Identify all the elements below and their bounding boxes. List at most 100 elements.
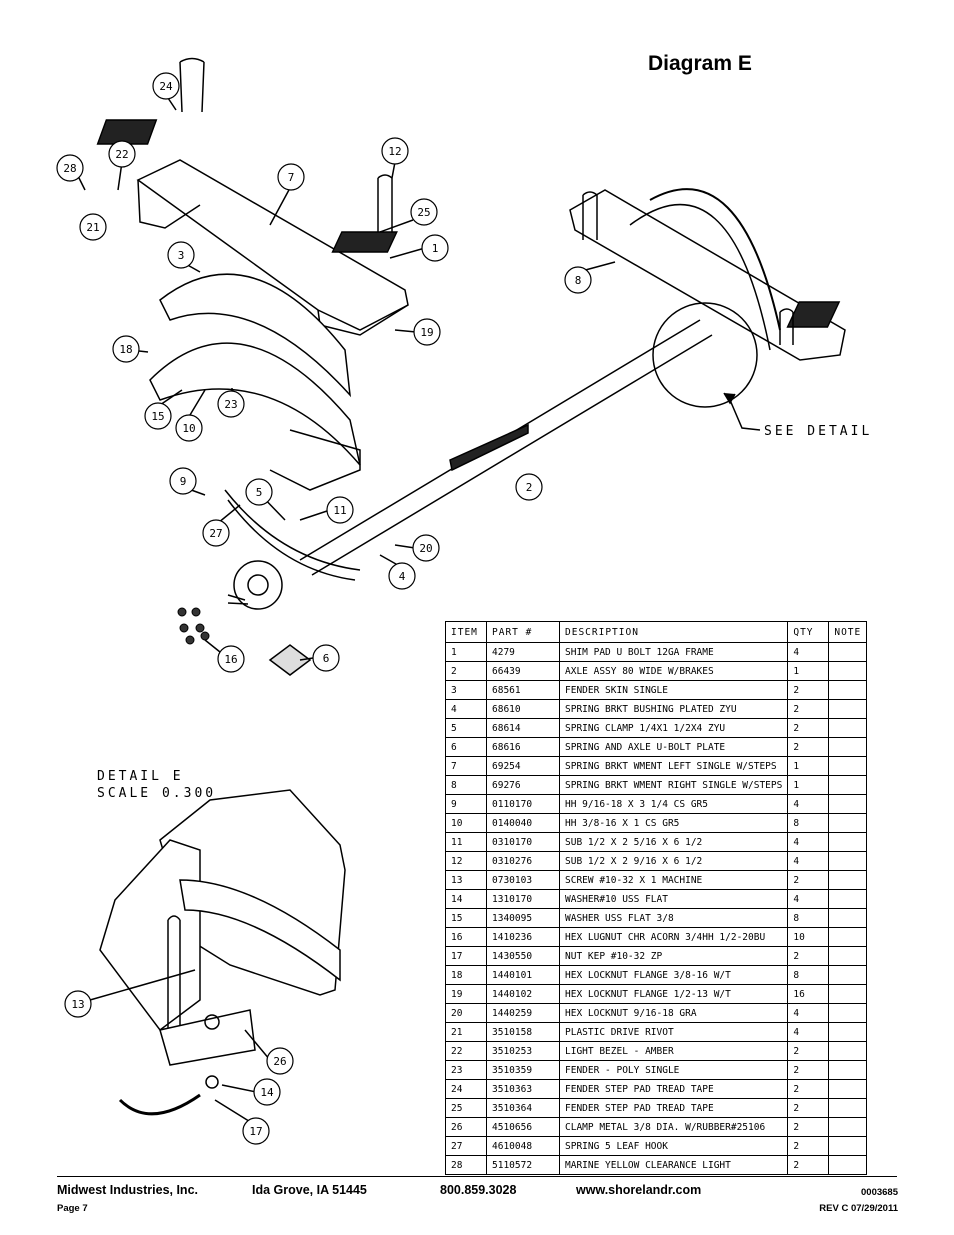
footer-docnum: 0003685: [861, 1187, 898, 1198]
cell-part: 68616: [486, 737, 560, 757]
cell-item: 4: [445, 699, 487, 719]
cell-note: [828, 1155, 868, 1175]
cell-qty: 4: [787, 1022, 830, 1042]
cell-part: 4279: [486, 642, 560, 662]
cell-description: AXLE ASSY 80 WIDE W/BRAKES: [558, 661, 789, 681]
callout-circle: [381, 137, 409, 165]
callout-circle: [217, 390, 245, 418]
cell-description: SCREW #10-32 X 1 MACHINE: [558, 870, 789, 890]
cell-description: SPRING 5 LEAF HOOK: [558, 1136, 789, 1156]
cell-part: 3510158: [486, 1022, 560, 1042]
cell-note: [828, 1117, 868, 1137]
callout-circle: [564, 266, 592, 294]
callout-number: 2: [526, 481, 533, 494]
table-header-row: ITEM PART # DESCRIPTION QTY NOTE: [445, 621, 868, 643]
callout-number: 24: [159, 80, 173, 93]
cell-part: 3510364: [486, 1098, 560, 1118]
header-part: PART #: [486, 621, 560, 643]
cell-description: HH 9/16-18 X 3 1/4 CS GR5: [558, 794, 789, 814]
cell-item: 11: [445, 832, 487, 852]
cell-note: [828, 1041, 868, 1061]
callout-number: 4: [399, 570, 406, 583]
cell-qty: 10: [787, 927, 830, 947]
cell-part: 0310170: [486, 832, 560, 852]
callout-number: 10: [182, 422, 195, 435]
callout-number: 14: [260, 1086, 274, 1099]
cell-part: 1410236: [486, 927, 560, 947]
callout-number: 6: [323, 652, 330, 665]
cell-part: 66439: [486, 661, 560, 681]
cell-item: 16: [445, 927, 487, 947]
cell-note: [828, 642, 868, 662]
cell-item: 27: [445, 1136, 487, 1156]
cell-item: 9: [445, 794, 487, 814]
footer-phone: 800.859.3028: [440, 1183, 517, 1197]
cell-qty: 8: [787, 965, 830, 985]
cell-description: WASHER USS FLAT 3/8: [558, 908, 789, 928]
cell-item: 25: [445, 1098, 487, 1118]
cell-note: [828, 813, 868, 833]
footer-page: Page 7: [57, 1203, 88, 1214]
cell-item: 2: [445, 661, 487, 681]
callout-circle: [56, 154, 84, 182]
cell-qty: 2: [787, 680, 830, 700]
cell-note: [828, 851, 868, 871]
callout-circle: [202, 519, 230, 547]
callout-circle: [152, 72, 180, 100]
cell-description: SPRING BRKT WMENT LEFT SINGLE W/STEPS: [558, 756, 789, 776]
callout-number: 23: [224, 398, 237, 411]
cell-part: 4610048: [486, 1136, 560, 1156]
cell-item: 1: [445, 642, 487, 662]
cell-description: FENDER STEP PAD TREAD TAPE: [558, 1079, 789, 1099]
cell-note: [828, 832, 868, 852]
cell-qty: 2: [787, 737, 830, 757]
callout-circle: [64, 990, 92, 1018]
cell-part: 5110572: [486, 1155, 560, 1175]
cell-note: [828, 1022, 868, 1042]
cell-description: HEX LOCKNUT 9/16-18 GRA: [558, 1003, 789, 1023]
callout-circle: [167, 241, 195, 269]
cell-item: 20: [445, 1003, 487, 1023]
header-note: NOTE: [828, 621, 868, 643]
cell-description: FENDER SKIN SINGLE: [558, 680, 789, 700]
callout-number: 28: [63, 162, 76, 175]
callout-number: 12: [388, 145, 401, 158]
cell-qty: 4: [787, 832, 830, 852]
header-item: ITEM: [445, 621, 487, 643]
cell-note: [828, 680, 868, 700]
callout-circle: [326, 496, 354, 524]
cell-qty: 4: [787, 889, 830, 909]
cell-note: [828, 699, 868, 719]
cell-qty: 2: [787, 1136, 830, 1156]
cell-note: [828, 965, 868, 985]
callout-number: 13: [71, 998, 84, 1011]
cell-description: SPRING CLAMP 1/4X1 1/2X4 ZYU: [558, 718, 789, 738]
cell-part: 3510363: [486, 1079, 560, 1099]
callout-number: 9: [180, 475, 187, 488]
cell-note: [828, 927, 868, 947]
cell-part: 3510359: [486, 1060, 560, 1080]
callout-circle: [515, 473, 543, 501]
cell-description: MARINE YELLOW CLEARANCE LIGHT: [558, 1155, 789, 1175]
callout-number: 25: [417, 206, 430, 219]
callout-circle: [410, 198, 438, 226]
callout-number: 21: [86, 221, 99, 234]
cell-item: 24: [445, 1079, 487, 1099]
cell-note: [828, 889, 868, 909]
cell-note: [828, 1060, 868, 1080]
callout-number: 7: [288, 171, 295, 184]
cell-description: SUB 1/2 X 2 9/16 X 6 1/2: [558, 851, 789, 871]
